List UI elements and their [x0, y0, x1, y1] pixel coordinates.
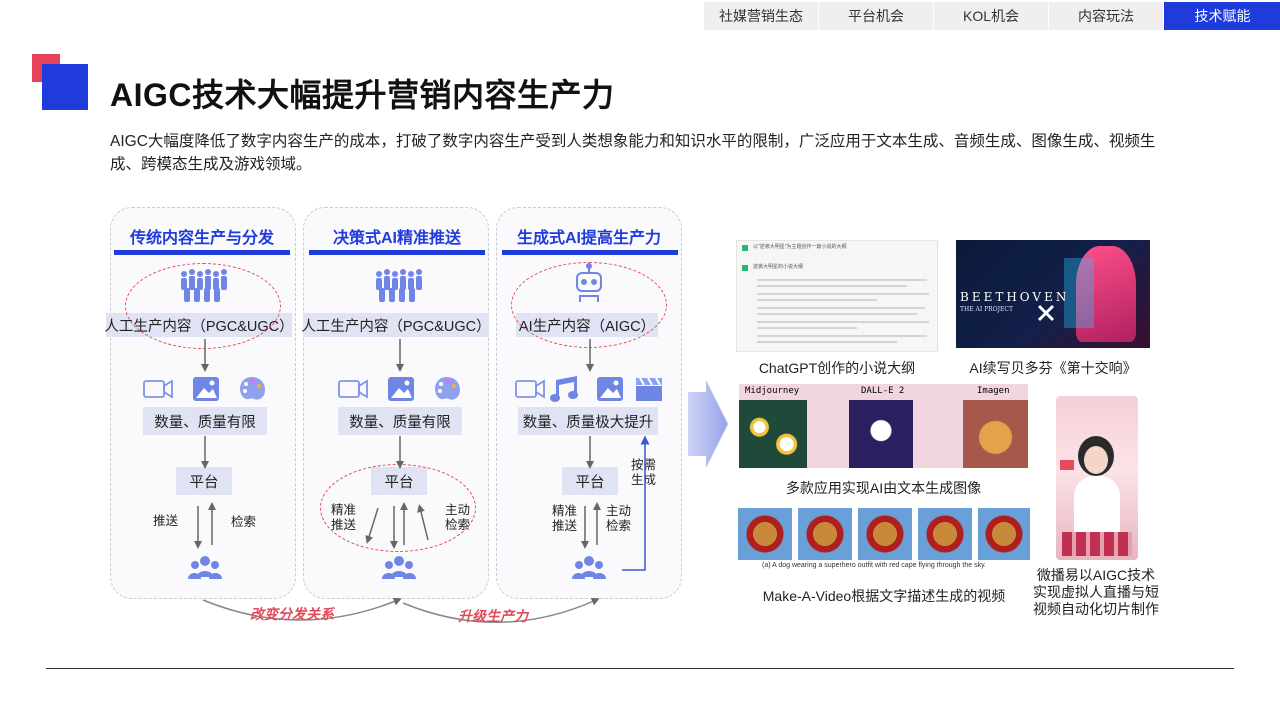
platform-label: 平台: [176, 467, 232, 495]
output-label: 数量、质量极大提升: [518, 407, 658, 435]
video-prompt: (a) A dog wearing a superhero outfit wit…: [762, 562, 986, 569]
title-deco-blue: [42, 64, 88, 110]
column-title: 生成式AI提高生产力: [516, 230, 661, 247]
video-frame: [918, 508, 972, 560]
column-title-bar: [309, 250, 485, 255]
video-frame: [798, 508, 852, 560]
text-to-image-caption: 多款应用实现AI由文本生成图像: [785, 480, 982, 496]
active-search-label: 主动检索: [606, 504, 632, 533]
column-title: 传统内容生产与分发: [129, 230, 274, 247]
beethoven-title: BEETHOVEN: [960, 290, 1070, 304]
tab-kol-opportunity[interactable]: KOL机会: [934, 2, 1048, 30]
make-a-video-caption: Make-A-Video根据文字描述生成的视频: [762, 588, 1006, 604]
chat-answer-title: 逆袭大明星的小说大纲: [753, 264, 804, 270]
chat-question: 以"逆袭大明星"为主题创作一篇小说的大纲: [753, 244, 847, 250]
on-demand-label: 按需生成: [631, 458, 657, 487]
beethoven-caption: AI续写贝多芬《第十交响》: [969, 360, 1137, 376]
video-frame: [978, 508, 1030, 560]
top-nav: 社媒营销生态 平台机会 KOL机会 内容玩法 技术赋能: [704, 2, 1280, 30]
upgrade-productivity-label: 升级生产力: [458, 608, 528, 624]
page-title: AIGC技术大幅提升营销内容生产力: [110, 77, 615, 113]
tab-content-play[interactable]: 内容玩法: [1049, 2, 1163, 30]
output-label: 数量、质量有限: [338, 407, 462, 435]
push-label: 推送: [153, 514, 179, 528]
chatgpt-caption: ChatGPT创作的小说大纲: [758, 360, 916, 376]
text-to-image-panel: Midjourney DALL-E 2 Imagen: [739, 384, 1028, 468]
column-title-bar: [114, 250, 290, 255]
video-frame: [858, 508, 912, 560]
column-title: 决策式AI精准推送: [332, 230, 461, 247]
virtual-live-caption: 微播易以AIGC技术实现虚拟人直播与短视频自动化切片制作: [1033, 567, 1159, 617]
change-distribution-label: 改变分发关系: [250, 606, 334, 622]
beethoven-subtitle: THE AI PROJECT: [960, 306, 1013, 313]
model-label-dalle: DALL-E 2: [861, 386, 905, 396]
precise-push-label: 精准推送: [552, 504, 578, 533]
column-title-bar: [502, 250, 678, 255]
model-label-imagen: Imagen: [977, 386, 1010, 396]
dalle-image: [849, 400, 913, 468]
midjourney-image: [739, 400, 807, 468]
video-frame: [738, 508, 792, 560]
platform-label: 平台: [562, 467, 618, 495]
tab-platform-opportunity[interactable]: 平台机会: [819, 2, 933, 30]
beethoven-image: BEETHOVEN THE AI PROJECT: [956, 240, 1150, 348]
highlight-ellipse: [125, 263, 281, 349]
virtual-live-image: [1056, 396, 1138, 560]
tab-social-ecosystem[interactable]: 社媒营销生态: [704, 2, 818, 30]
imagen-image: [963, 400, 1028, 468]
highlight-ellipse: [320, 464, 476, 552]
highlight-ellipse: [511, 262, 667, 348]
output-label: 数量、质量有限: [143, 407, 267, 435]
make-a-video-frames: (a) A dog wearing a superhero outfit wit…: [738, 506, 1030, 572]
chatgpt-screenshot: 以"逆袭大明星"为主题创作一篇小说的大纲 逆袭大明星的小说大纲: [736, 240, 938, 352]
search-label: 检索: [231, 515, 257, 529]
producer-label: 人工生产内容（PGC&UGC）: [301, 313, 491, 337]
close-x-icon: [1037, 304, 1055, 322]
page-description: AIGC大幅度降低了数字内容生产的成本，打破了数字内容生产受到人类想象能力和知识…: [110, 133, 1156, 173]
model-label-midjourney: Midjourney: [745, 386, 800, 396]
big-arrow-icon: [688, 380, 728, 468]
bottom-divider: [46, 668, 1234, 669]
tab-tech-empower[interactable]: 技术赋能: [1164, 2, 1280, 30]
